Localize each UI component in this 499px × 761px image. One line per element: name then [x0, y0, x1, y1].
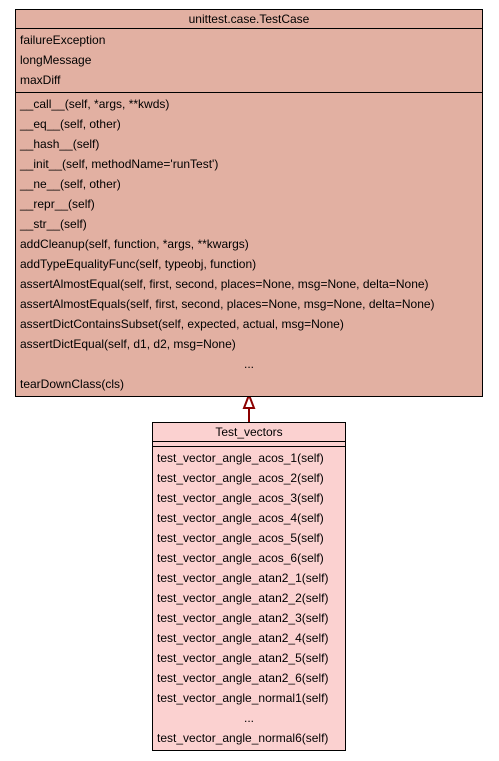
method-item: test_vector_angle_acos_4(self) — [157, 511, 324, 525]
method-item: test_vector_angle_acos_5(self) — [157, 531, 324, 545]
method-item: addTypeEqualityFunc(self, typeobj, funct… — [20, 257, 257, 271]
method-item: test_vector_angle_acos_1(self) — [157, 451, 324, 465]
derived-class-methods: test_vector_angle_acos_1(self) test_vect… — [153, 447, 345, 750]
inheritance-arrowhead — [242, 392, 256, 409]
method-item: test_vector_angle_atan2_6(self) — [157, 671, 329, 685]
method-item: test_vector_angle_atan2_1(self) — [157, 571, 329, 585]
method-item: test_vector_angle_normal6(self) — [157, 731, 329, 745]
method-item: assertDictEqual(self, d1, d2, msg=None) — [20, 337, 236, 351]
method-item: assertDictContainsSubset(self, expected,… — [20, 317, 344, 331]
method-item: __call__(self, *args, **kwds) — [20, 97, 170, 111]
method-item: test_vector_angle_atan2_2(self) — [157, 591, 329, 605]
base-class-attributes: failureException longMessage maxDiff — [16, 29, 482, 93]
attribute-item: maxDiff — [20, 73, 61, 87]
method-ellipsis: ... — [243, 711, 254, 725]
derived-class-name: Test_vectors — [153, 423, 345, 442]
method-item: assertAlmostEquals(self, first, second, … — [20, 297, 435, 311]
method-item: test_vector_angle_atan2_3(self) — [157, 611, 329, 625]
attribute-item: longMessage — [20, 53, 92, 67]
method-item: __hash__(self) — [20, 137, 100, 151]
method-item: test_vector_angle_normal1(self) — [157, 691, 329, 705]
base-class-box: unittest.case.TestCase failureException … — [15, 9, 483, 397]
method-item: test_vector_angle_atan2_4(self) — [157, 631, 329, 645]
derived-class-attributes — [153, 442, 345, 447]
base-class-methods: __call__(self, *args, **kwds) __eq__(sel… — [16, 93, 482, 396]
method-item: test_vector_angle_acos_6(self) — [157, 551, 324, 565]
method-item: test_vector_angle_atan2_5(self) — [157, 651, 329, 665]
method-item: __eq__(self, other) — [20, 117, 121, 131]
method-item: __init__(self, methodName='runTest') — [20, 157, 219, 171]
method-item: __ne__(self, other) — [20, 177, 121, 191]
method-item: assertAlmostEqual(self, first, second, p… — [20, 277, 429, 291]
base-class-name: unittest.case.TestCase — [16, 10, 482, 29]
method-item: test_vector_angle_acos_2(self) — [157, 471, 324, 485]
method-item: __repr__(self) — [20, 197, 95, 211]
method-item: tearDownClass(cls) — [20, 377, 125, 391]
derived-class-box: Test_vectors test_vector_angle_acos_1(se… — [152, 422, 346, 751]
method-item: test_vector_angle_acos_3(self) — [157, 491, 324, 505]
attribute-item: failureException — [20, 33, 106, 47]
method-ellipsis: ... — [243, 357, 254, 371]
method-item: __str__(self) — [20, 217, 87, 231]
method-item: addCleanup(self, function, *args, **kwar… — [20, 237, 249, 251]
